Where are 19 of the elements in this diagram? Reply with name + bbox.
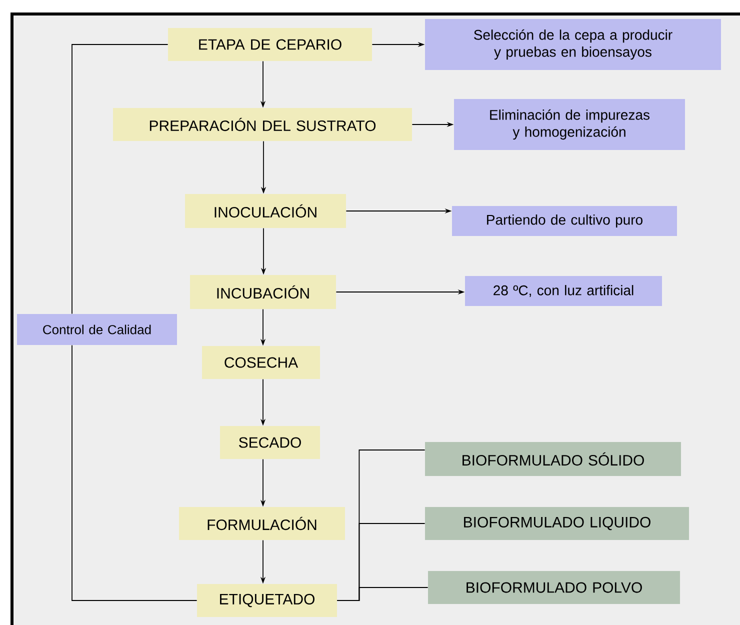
process-box: SECADO	[220, 426, 320, 459]
process-box: INOCULACIÓN	[185, 194, 346, 228]
control-box: Control de Calidad	[17, 314, 177, 345]
note-box: Partiendo de cultivo puro	[452, 206, 677, 236]
process-box: COSECHA	[202, 346, 320, 379]
process-box: INCUBACIÓN	[190, 275, 336, 309]
process-box: PREPARACIÓN DEL SUSTRATO	[113, 108, 412, 141]
connector-line	[72, 344, 198, 601]
product-box: BIOFORMULADO SÓLIDO	[425, 442, 681, 476]
process-box: ETIQUETADO	[197, 584, 337, 617]
connector-line	[336, 587, 428, 601]
product-box: BIOFORMULADO LIQUIDO	[425, 507, 689, 540]
product-box: BIOFORMULADO POLVO	[428, 571, 680, 604]
note-box: Selección de la cepa a producir y pruebas en bioensayos	[425, 19, 721, 70]
process-box: ETAPA DE CEPARIO	[168, 28, 372, 61]
note-box: Eliminación de impurezas y homogenización	[454, 99, 685, 150]
connector-line	[72, 44, 168, 314]
process-box: FORMULACIÓN	[179, 507, 345, 540]
note-box: 28 ºC, con luz artificial	[465, 276, 662, 306]
